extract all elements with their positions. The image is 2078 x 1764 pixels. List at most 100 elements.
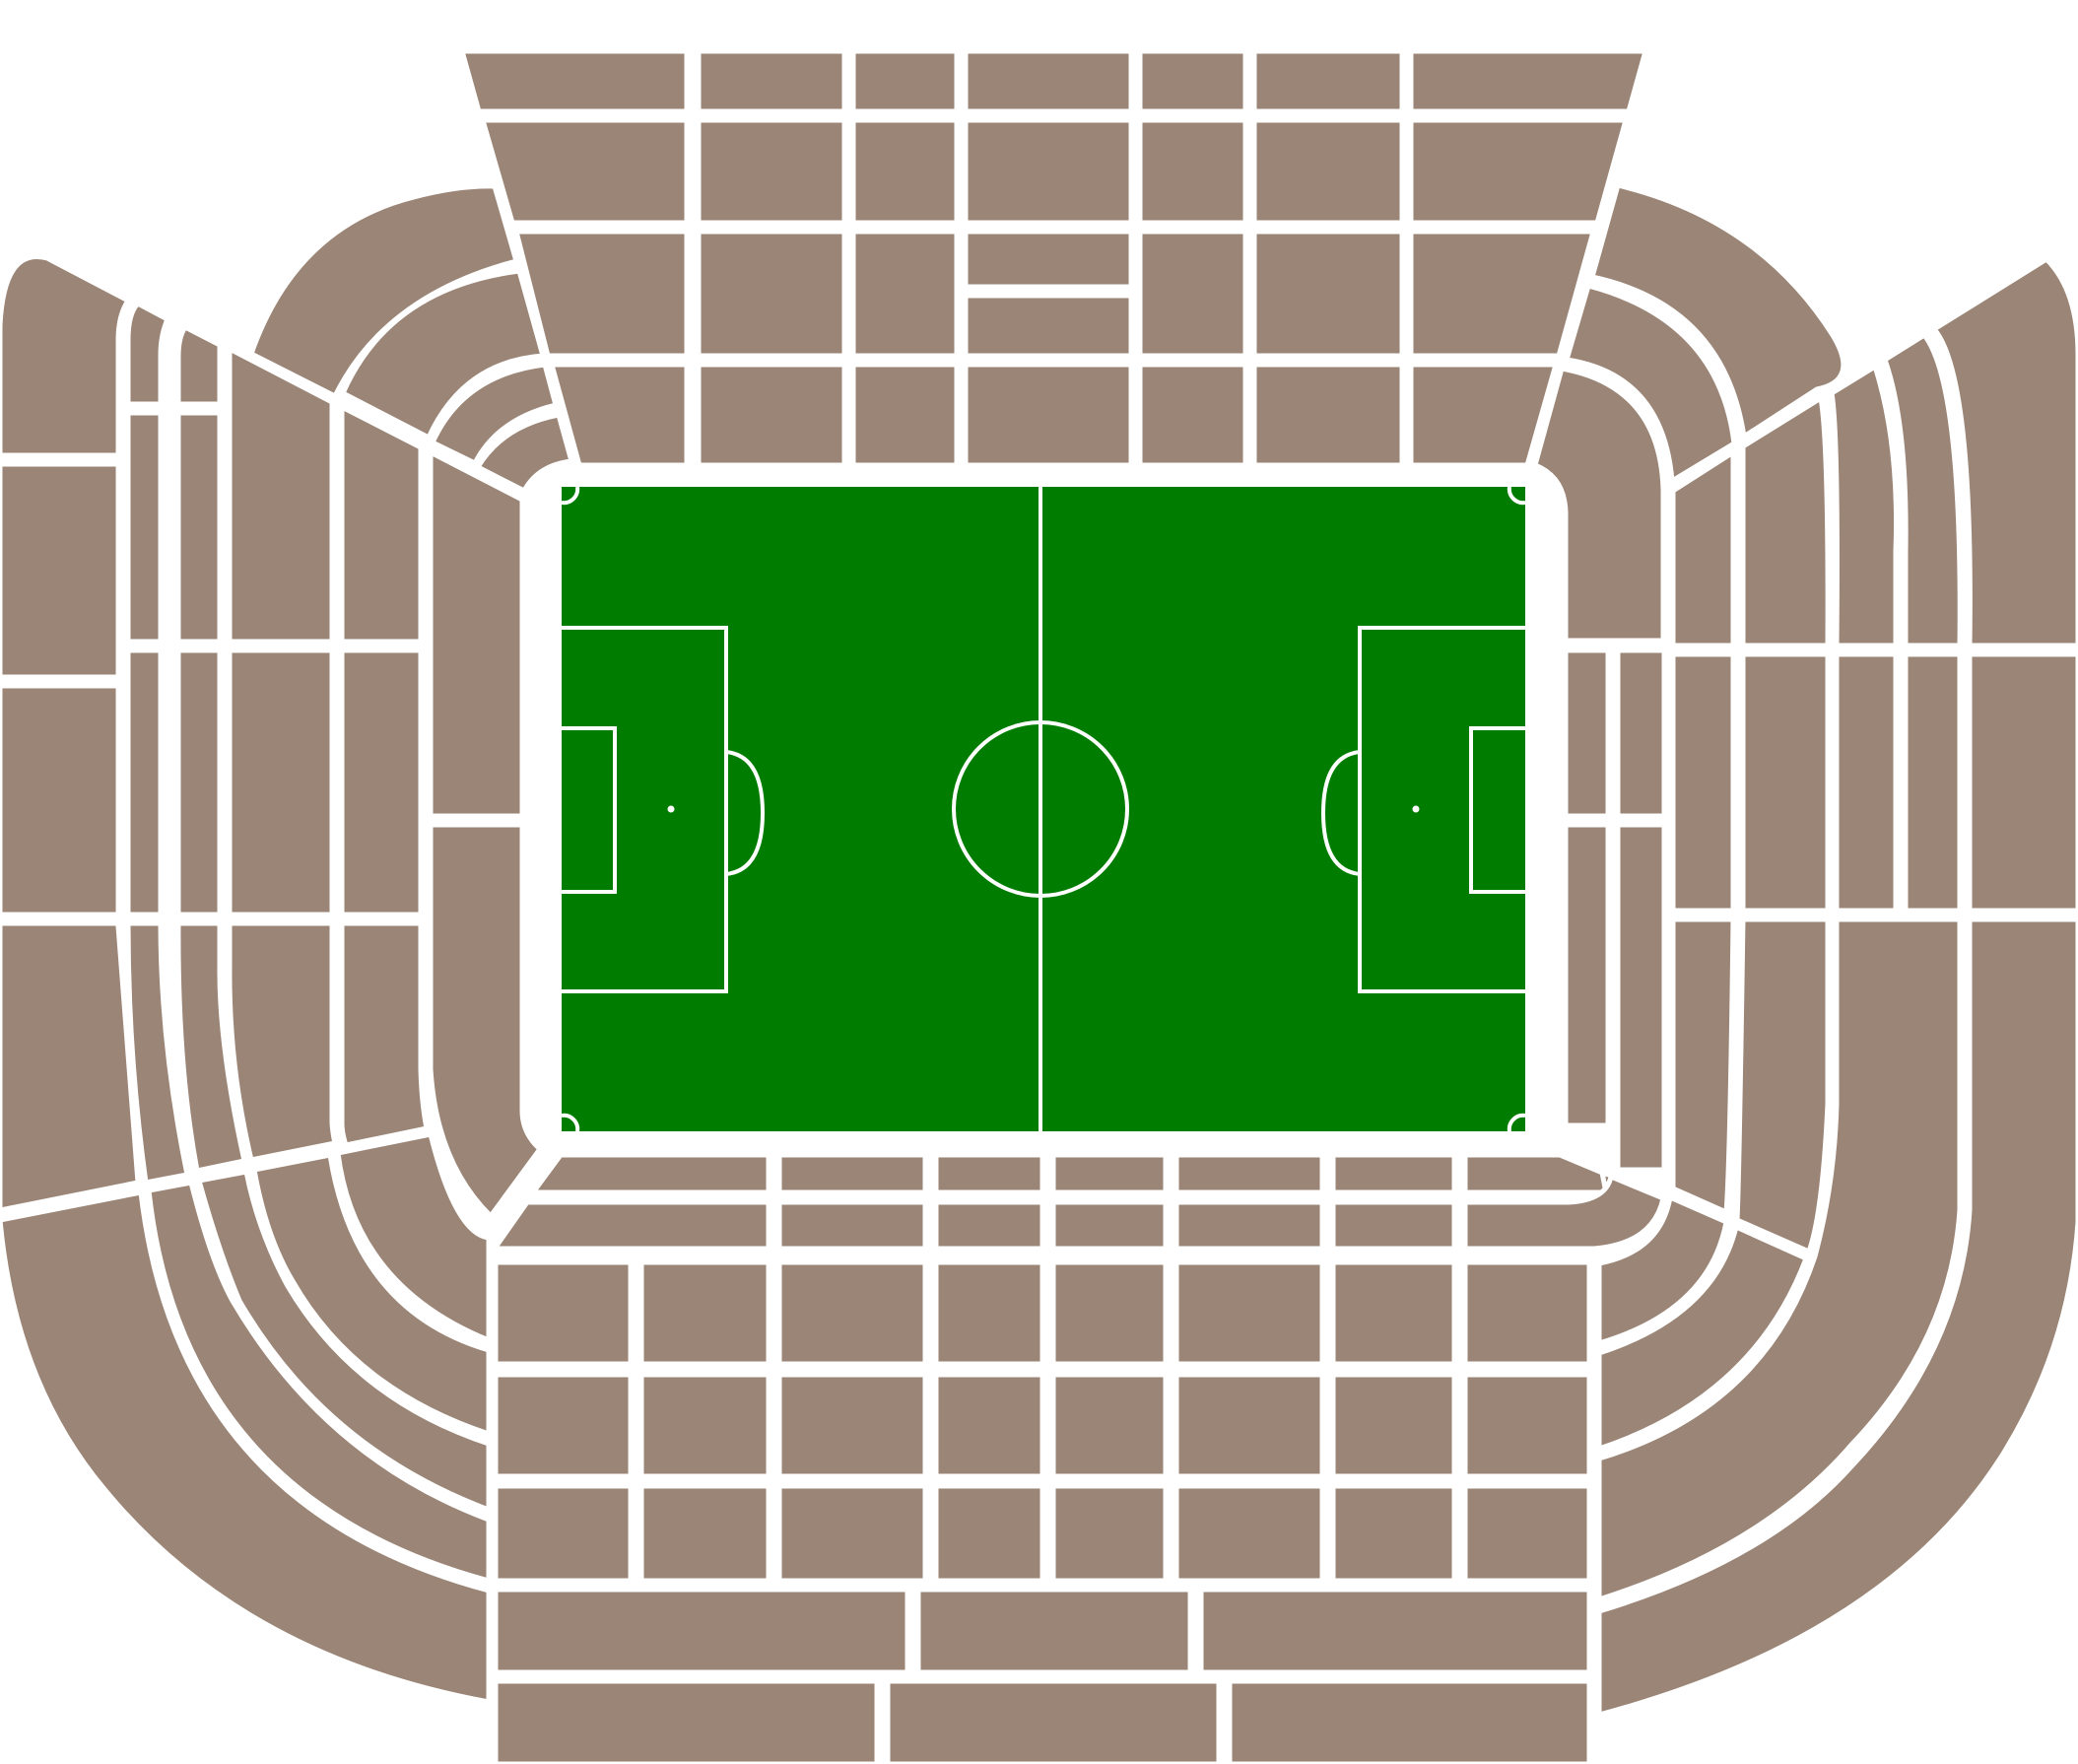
east-lower-a[interactable] <box>1596 1193 1729 1347</box>
south-front-c7[interactable] <box>1462 1152 1610 1195</box>
east-inner-a-r1[interactable] <box>1563 647 1611 819</box>
east-col4-r2[interactable] <box>1740 651 1831 914</box>
east-outer-r3[interactable] <box>1596 916 2078 1719</box>
west-col4-r3[interactable] <box>227 647 335 917</box>
north-section-r4-c2[interactable] <box>696 362 847 468</box>
south-r5-c3[interactable] <box>776 1483 928 1584</box>
north-section-r1-c5[interactable] <box>1137 48 1248 114</box>
ne-corner-upper[interactable] <box>1588 182 1846 441</box>
south-r5-c4[interactable] <box>933 1483 1045 1584</box>
north-section-r2-c3[interactable] <box>850 117 960 226</box>
south-r5-c7[interactable] <box>1330 1483 1457 1584</box>
west-lower-e[interactable] <box>0 1189 492 1706</box>
west-lower-b[interactable] <box>251 1152 492 1438</box>
south-r2-c5[interactable] <box>1173 1199 1325 1252</box>
west-col3-r4[interactable] <box>175 920 247 1174</box>
south-r3-c8[interactable] <box>1462 1259 1592 1367</box>
north-section-r4-c4[interactable] <box>963 362 1134 468</box>
west-col2-r1[interactable] <box>125 300 171 407</box>
west-col3-r2[interactable] <box>175 410 223 645</box>
west-col3-r1[interactable] <box>175 323 223 407</box>
west-outer-r2[interactable] <box>0 461 121 680</box>
south-r7-c2[interactable] <box>885 1678 1222 1764</box>
south-r7-c1[interactable] <box>493 1678 880 1764</box>
ne-corner-middle[interactable] <box>1563 282 1737 486</box>
ne-corner-inner[interactable] <box>1531 366 1666 644</box>
west-col4-r1[interactable] <box>227 344 335 645</box>
south-front-c4[interactable] <box>1050 1152 1169 1195</box>
east-col4-r3[interactable] <box>1734 916 1831 1255</box>
south-r3-c2[interactable] <box>638 1259 771 1367</box>
north-section-r1-c3[interactable] <box>850 48 960 114</box>
south-r6-c1[interactable] <box>493 1587 910 1675</box>
south-r2-c6[interactable] <box>1330 1199 1457 1252</box>
nw-corner-inner-b[interactable] <box>474 412 575 495</box>
north-section-r3-c4a[interactable] <box>963 229 1134 290</box>
north-section-r2-c4[interactable] <box>963 117 1134 226</box>
north-section-r3-c3[interactable] <box>850 229 960 359</box>
south-r2-c2[interactable] <box>776 1199 928 1252</box>
north-section-r4-c6[interactable] <box>1251 362 1405 468</box>
south-r7-c3[interactable] <box>1227 1678 1592 1764</box>
north-section-r4-c3[interactable] <box>850 362 960 468</box>
east-col2-r1[interactable] <box>1881 331 1963 648</box>
south-r4-c6[interactable] <box>1173 1372 1325 1479</box>
east-col5-r3[interactable] <box>1670 916 1736 1216</box>
east-col5-r2[interactable] <box>1670 651 1736 914</box>
south-r2-c1[interactable] <box>490 1199 771 1252</box>
south-r3-c4[interactable] <box>933 1259 1045 1367</box>
west-col5-r3[interactable] <box>339 647 424 917</box>
east-col3-r2[interactable] <box>1834 651 1899 914</box>
west-outer-r3[interactable] <box>0 683 121 917</box>
north-section-r1-c1[interactable] <box>458 48 690 114</box>
south-r3-c5[interactable] <box>1050 1259 1169 1367</box>
north-section-r2-c7[interactable] <box>1408 117 1630 226</box>
north-section-r3-c1[interactable] <box>512 229 690 359</box>
south-r5-c6[interactable] <box>1173 1483 1325 1584</box>
east-col5-r1[interactable] <box>1670 447 1736 648</box>
west-outer-r4[interactable] <box>0 920 141 1213</box>
nw-corner-middle[interactable] <box>339 268 547 441</box>
east-inner-a-r2[interactable] <box>1563 822 1611 1128</box>
south-r4-c2[interactable] <box>638 1372 771 1479</box>
south-r4-c5[interactable] <box>1050 1372 1169 1479</box>
nw-corner-inner-a[interactable] <box>429 362 560 467</box>
east-lower-b[interactable] <box>1596 1223 1810 1453</box>
south-r4-c4[interactable] <box>933 1372 1045 1479</box>
south-r4-c8[interactable] <box>1462 1372 1592 1479</box>
north-section-r1-c7[interactable] <box>1408 48 1649 114</box>
north-section-r4-c7[interactable] <box>1408 362 1560 468</box>
north-section-r3-c4b[interactable] <box>963 293 1134 359</box>
north-section-r3-c2[interactable] <box>696 229 847 359</box>
north-section-r3-c5[interactable] <box>1137 229 1248 359</box>
north-section-r2-c2[interactable] <box>696 117 847 226</box>
south-r6-c3[interactable] <box>1198 1587 1592 1675</box>
north-section-r4-c1[interactable] <box>548 362 690 468</box>
south-r5-c2[interactable] <box>638 1483 771 1584</box>
south-r4-c7[interactable] <box>1330 1372 1457 1479</box>
south-r3-c1[interactable] <box>493 1259 634 1367</box>
west-col5-r1[interactable] <box>339 402 424 645</box>
north-section-r3-c6[interactable] <box>1251 229 1405 359</box>
north-section-r3-c7[interactable] <box>1408 229 1597 359</box>
east-inner-b-r2[interactable] <box>1615 822 1667 1173</box>
south-r4-c3[interactable] <box>776 1372 928 1479</box>
west-outer-r1[interactable] <box>0 254 132 458</box>
north-section-r1-c2[interactable] <box>696 48 847 114</box>
south-front-c2[interactable] <box>776 1152 928 1195</box>
south-r3-c6[interactable] <box>1173 1259 1325 1367</box>
west-col3-r3[interactable] <box>175 647 223 917</box>
east-col4-r1[interactable] <box>1740 393 1831 648</box>
north-section-r4-c5[interactable] <box>1137 362 1248 468</box>
west-inner-lower[interactable] <box>428 822 544 1220</box>
west-col4-r4[interactable] <box>227 920 339 1163</box>
west-col2-r3[interactable] <box>125 647 164 917</box>
south-r5-c8[interactable] <box>1462 1483 1592 1584</box>
south-r6-c2[interactable] <box>915 1587 1193 1675</box>
south-r3-c7[interactable] <box>1330 1259 1457 1367</box>
west-col5-r4[interactable] <box>339 920 430 1148</box>
south-r5-c1[interactable] <box>493 1483 634 1584</box>
east-outer-r1[interactable] <box>1930 255 2078 648</box>
south-front-c6[interactable] <box>1330 1152 1457 1195</box>
east-col2-r2[interactable] <box>1903 651 1963 914</box>
